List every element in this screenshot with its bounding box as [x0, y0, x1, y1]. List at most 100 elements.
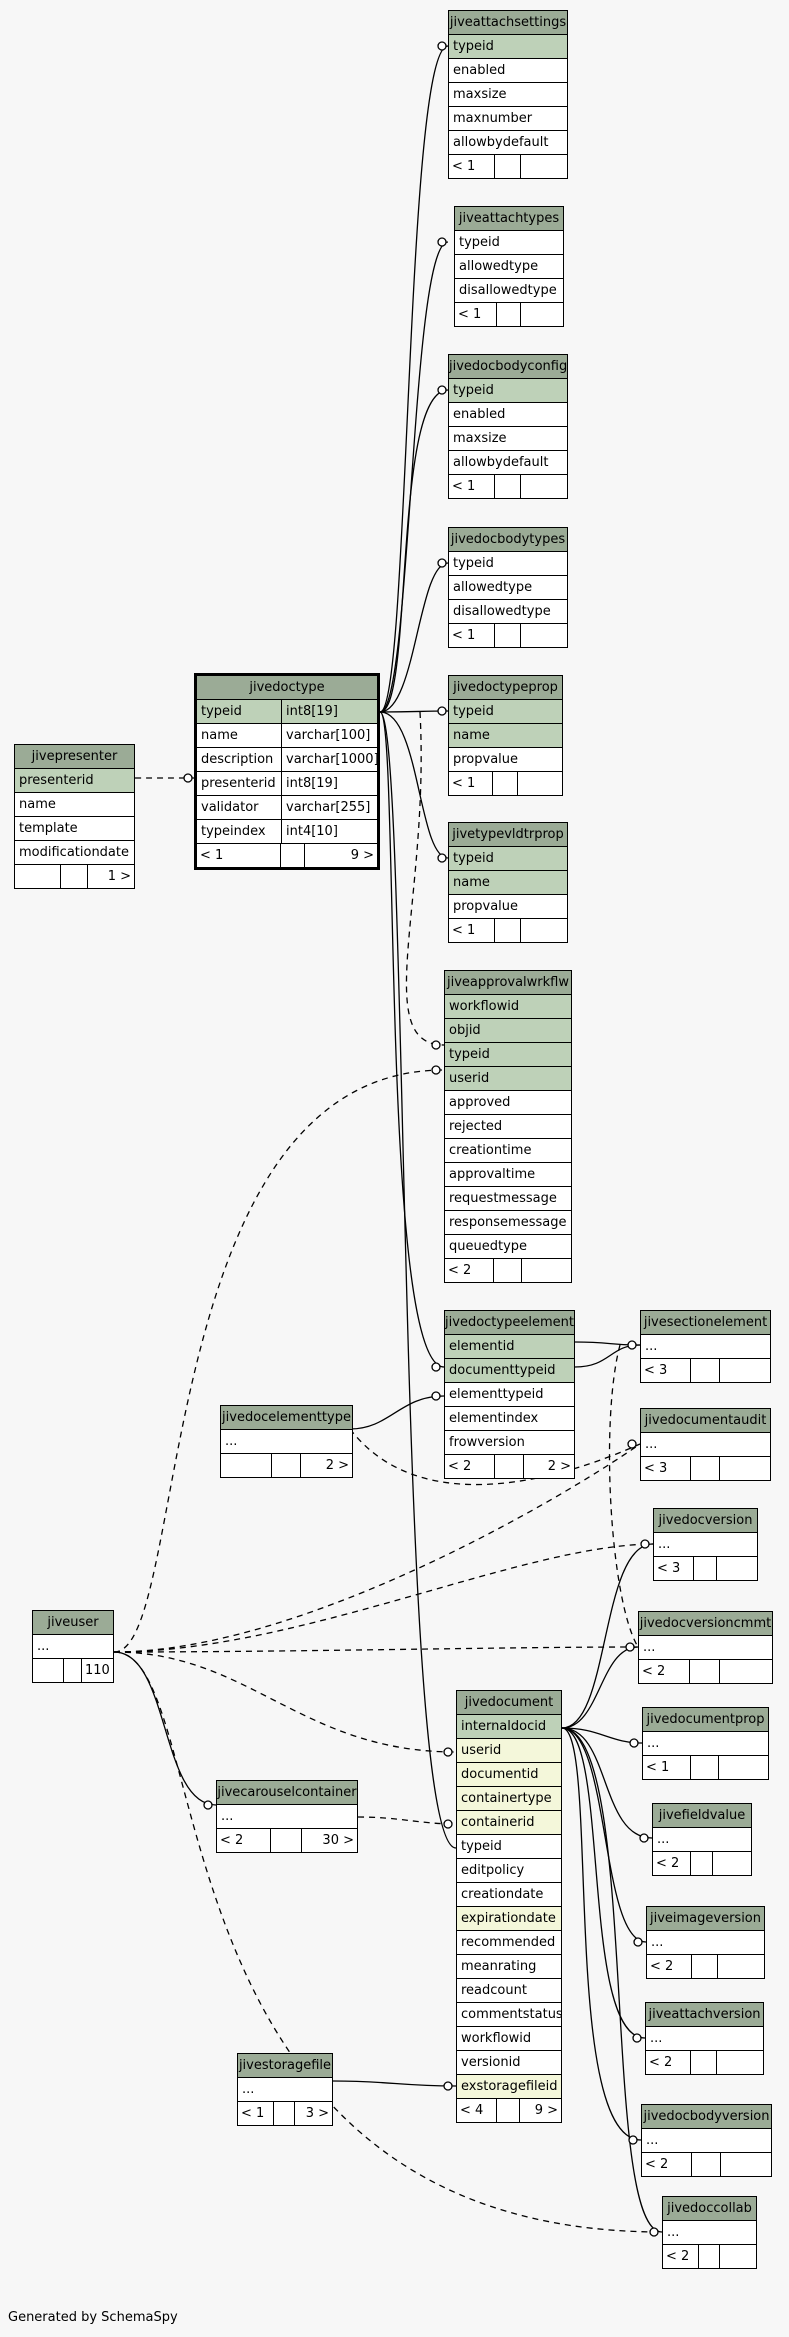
footer-spacer[interactable]	[691, 1955, 717, 1978]
child-count[interactable]	[719, 1359, 770, 1382]
parent-count[interactable]	[221, 1454, 271, 1477]
table-name[interactable]: jivedoctypeprop	[449, 676, 562, 700]
footer-spacer[interactable]	[270, 1829, 301, 1852]
table-name[interactable]: jivestoragefile	[238, 2054, 332, 2078]
child-count[interactable]: 3 >	[294, 2102, 332, 2125]
table-name[interactable]: jiveattachsettings	[449, 11, 567, 35]
parent-count[interactable]: < 1	[452, 159, 476, 174]
table-name[interactable]: jivedocbodyconfig	[449, 355, 567, 379]
table-name[interactable]: jivecarouselcontainer	[217, 1781, 357, 1805]
column-row[interactable]: typeid	[449, 379, 567, 403]
table-jivedocversioncmmt[interactable]: jivedocversioncmmt...< 2	[638, 1611, 773, 1684]
column-row[interactable]: meanrating	[457, 1955, 561, 1979]
table-name[interactable]: jivedocversioncmmt	[639, 1612, 772, 1636]
child-count[interactable]	[720, 2153, 771, 2176]
footer-spacer[interactable]	[494, 475, 520, 498]
parent-count[interactable]: < 2	[645, 2157, 669, 2172]
parent-count[interactable]: < 1	[458, 307, 482, 322]
column-row[interactable]: ...	[641, 1335, 770, 1359]
table-jivedocversion[interactable]: jivedocversion...< 3	[653, 1508, 758, 1581]
table-jivestoragefile[interactable]: jivestoragefile... < 1 3 >	[237, 2053, 333, 2126]
column-row[interactable]: internaldocid	[457, 1715, 561, 1739]
column-row[interactable]: ...	[654, 1533, 757, 1557]
column-row[interactable]: workflowid	[445, 995, 571, 1019]
table-jivedoccollab[interactable]: jivedoccollab...< 2	[662, 2196, 757, 2269]
column-row[interactable]: name	[449, 871, 567, 895]
footer-spacer[interactable]	[494, 624, 520, 647]
table-jivefieldvalue[interactable]: jivefieldvalue...< 2	[652, 1803, 752, 1876]
column-row[interactable]: typeid	[449, 552, 567, 576]
column-row[interactable]: objid	[445, 1019, 571, 1043]
column-row[interactable]: maxsize	[449, 83, 567, 107]
footer-spacer[interactable]	[690, 1359, 719, 1382]
column-row[interactable]: propvalue	[449, 895, 567, 919]
column-row[interactable]: typeid	[449, 847, 567, 871]
column-row[interactable]: maxnumber	[449, 107, 567, 131]
column-row[interactable]: ...	[33, 1635, 113, 1659]
child-count[interactable]	[719, 1660, 772, 1683]
column-row[interactable]: typeid	[455, 231, 563, 255]
column-row[interactable]: allowbydefault	[449, 451, 567, 475]
column-row[interactable]: commentstatus	[457, 2003, 561, 2027]
child-count[interactable]: 1 >	[87, 865, 134, 888]
footer-spacer[interactable]	[690, 1852, 712, 1875]
child-count[interactable]: 30 >	[301, 1829, 357, 1852]
column-row[interactable]: name	[449, 724, 562, 748]
parent-count[interactable]: < 1	[241, 2106, 265, 2121]
column-row[interactable]: ...	[221, 1430, 352, 1454]
table-name[interactable]: jiveuser	[33, 1611, 113, 1635]
child-count[interactable]	[719, 1457, 770, 1480]
column-row[interactable]: queuedtype	[445, 1235, 571, 1259]
parent-count[interactable]: < 2	[220, 1833, 244, 1848]
column-row[interactable]: typeid	[449, 35, 567, 59]
table-jivedocelementtype[interactable]: jivedocelementtype...2 >	[220, 1405, 353, 1478]
column-row[interactable]: ...	[642, 2129, 771, 2153]
parent-count[interactable]: < 1	[452, 923, 476, 938]
footer-spacer[interactable]	[493, 1259, 521, 1282]
column-row[interactable]: userid	[457, 1739, 561, 1763]
column-row[interactable]: presenterid	[15, 769, 134, 793]
column-row[interactable]: expirationdate	[457, 1907, 561, 1931]
column-row[interactable]: frowversion	[445, 1431, 574, 1455]
child-count[interactable]	[520, 624, 567, 647]
column-row[interactable]: responsemessage	[445, 1211, 571, 1235]
parent-count[interactable]	[33, 1659, 63, 1682]
child-count[interactable]	[520, 303, 563, 326]
column-row[interactable]: allowedtype	[449, 576, 567, 600]
column-row[interactable]: typeid	[457, 1835, 561, 1859]
column-row[interactable]: creationtime	[445, 1139, 571, 1163]
column-row[interactable]: elementindex	[445, 1407, 574, 1431]
child-count[interactable]	[716, 2051, 763, 2074]
column-row[interactable]: approved	[445, 1091, 571, 1115]
footer-spacer[interactable]	[689, 1660, 719, 1683]
table-name[interactable]: jivesectionelement	[641, 1311, 770, 1335]
footer-spacer[interactable]	[496, 303, 520, 326]
table-jivedocbodyversion[interactable]: jivedocbodyversion...< 2	[641, 2104, 772, 2177]
column-row[interactable]: ...	[238, 2078, 332, 2102]
column-row[interactable]: enabled	[449, 403, 567, 427]
table-jiveuser[interactable]: jiveuser...110 >	[32, 1610, 114, 1683]
footer-spacer[interactable]	[63, 1659, 81, 1682]
child-count[interactable]	[712, 1852, 751, 1875]
column-row[interactable]: typeid	[449, 700, 562, 724]
column-row[interactable]: propvalue	[449, 748, 562, 772]
child-count[interactable]	[520, 155, 567, 178]
parent-count[interactable]: < 2	[448, 1459, 472, 1474]
column-row[interactable]: disallowedtype	[455, 279, 563, 303]
parent-count[interactable]: < 2	[448, 1263, 472, 1278]
column-row[interactable]: documentid	[457, 1763, 561, 1787]
parent-count[interactable]: < 1	[452, 479, 476, 494]
child-count[interactable]	[717, 1955, 764, 1978]
footer-spacer[interactable]	[494, 919, 520, 942]
table-jiveattachversion[interactable]: jiveattachversion...< 2	[645, 2002, 764, 2075]
footer-spacer[interactable]	[698, 2245, 719, 2268]
child-count[interactable]: 9 >	[304, 844, 377, 867]
